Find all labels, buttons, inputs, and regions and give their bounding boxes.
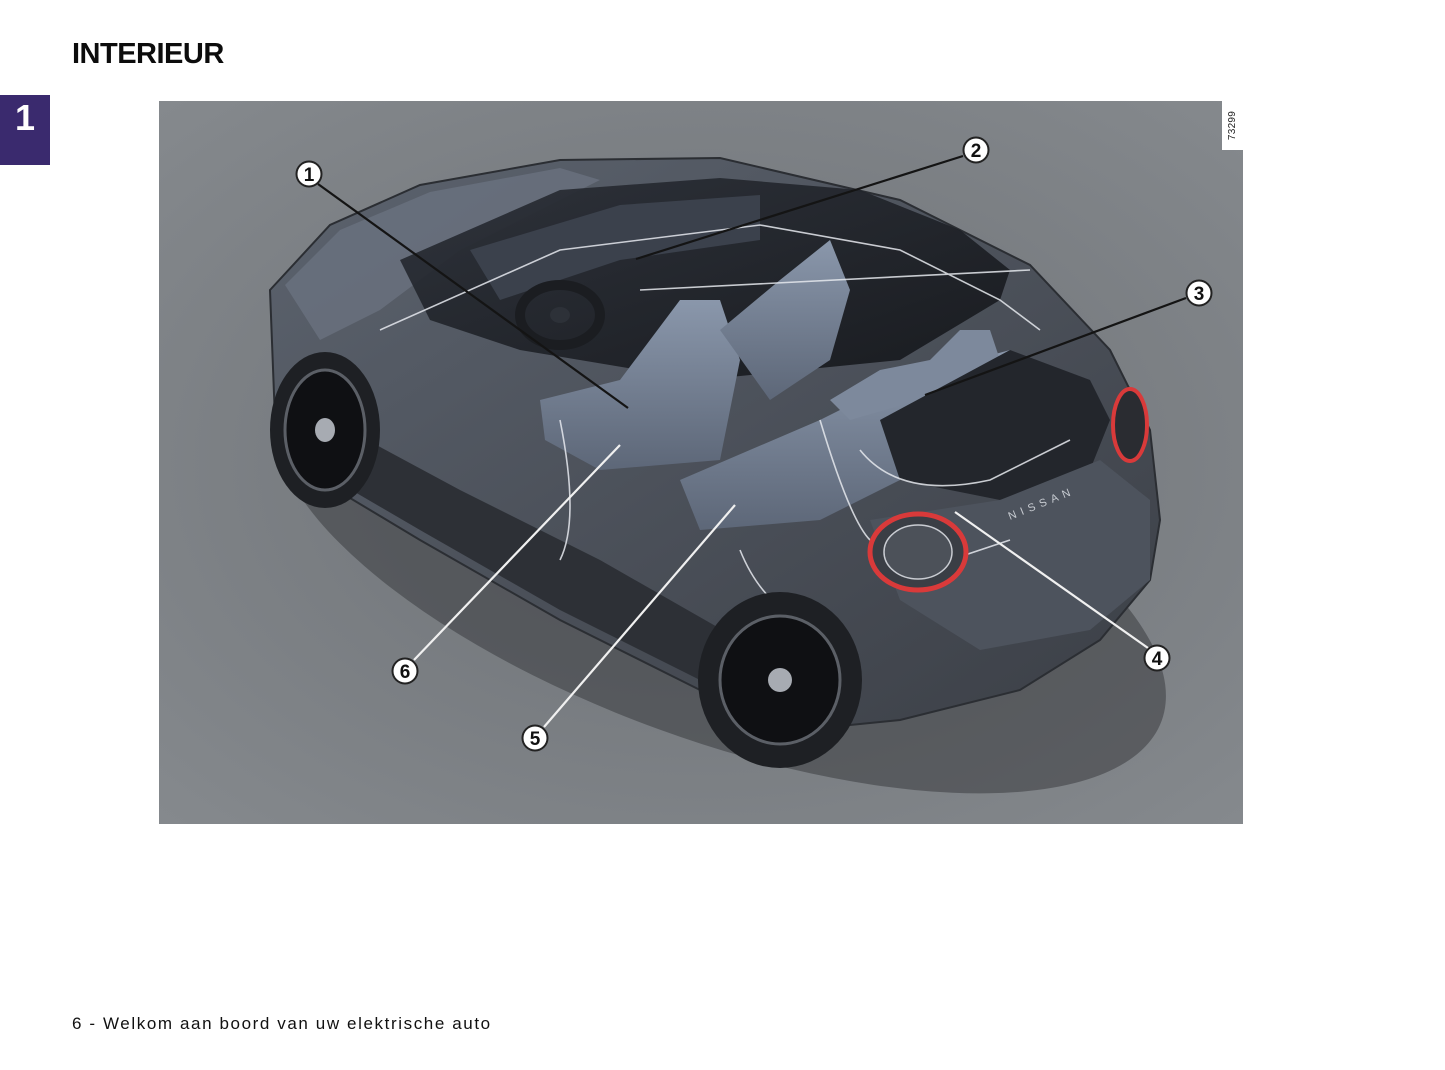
svg-text:2: 2 xyxy=(971,141,982,162)
figure-id-label: 73299 xyxy=(1222,101,1243,150)
callout-5: 5 xyxy=(521,724,549,752)
svg-text:3: 3 xyxy=(1194,284,1205,305)
interior-figure: NISSAN 1 2 3 4 xyxy=(159,101,1243,824)
car-illustration: NISSAN 1 2 3 4 xyxy=(159,101,1243,824)
svg-text:5: 5 xyxy=(530,729,541,750)
page-title: INTERIEUR xyxy=(72,38,224,70)
callout-3: 3 xyxy=(1185,279,1213,307)
leader-lines xyxy=(317,154,1187,728)
callout-6: 6 xyxy=(391,657,419,685)
rear-wheel xyxy=(698,592,862,768)
svg-text:4: 4 xyxy=(1152,649,1163,670)
callout-1: 1 xyxy=(295,160,323,188)
front-wheel xyxy=(270,352,380,508)
page-footer: 6 - Welkom aan boord van uw elektrische … xyxy=(72,1014,492,1033)
callout-4: 4 xyxy=(1143,644,1171,672)
svg-text:6: 6 xyxy=(400,662,411,683)
callout-2: 2 xyxy=(962,136,990,164)
chapter-tab: 1 xyxy=(0,95,50,165)
figure-id: 73299 xyxy=(1227,110,1238,141)
chapter-number: 1 xyxy=(14,97,36,138)
tail-lights xyxy=(867,387,1149,593)
svg-text:1: 1 xyxy=(304,165,315,186)
